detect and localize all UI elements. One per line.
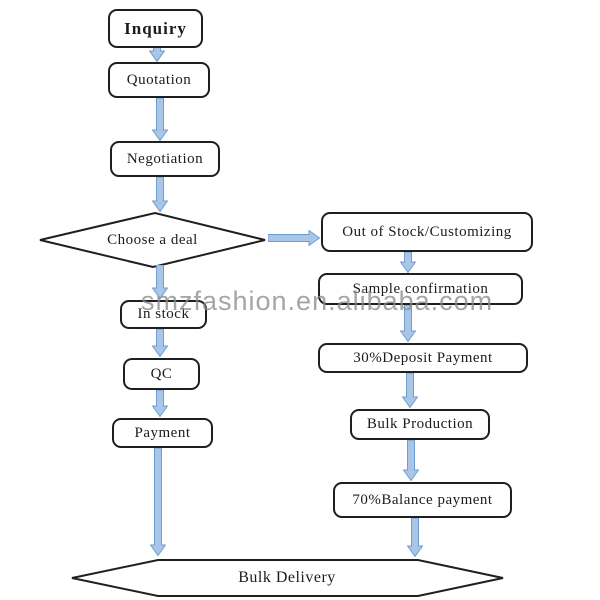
node-inquiry: Inquiry: [108, 9, 203, 48]
arrow-payment-to-bulk-delivery: [150, 448, 166, 556]
node-out-of-stock-label: Out of Stock/Customizing: [342, 223, 512, 240]
arrow-quotation-to-negotiation: [152, 98, 168, 141]
node-bulk-production: Bulk Production: [350, 409, 490, 440]
arrow-inquiry-to-quotation: [149, 47, 165, 62]
arrow-out-of-stock-to-sample-confirmation: [400, 252, 416, 273]
node-quotation-label: Quotation: [126, 71, 192, 88]
node-deposit-payment-label: 30%Deposit Payment: [353, 349, 493, 366]
node-bulk-delivery-label: Bulk Delivery: [238, 569, 336, 586]
node-sample-confirmation-label: Sample confirmation: [352, 280, 489, 297]
arrow-balance-payment-to-bulk-delivery: [407, 518, 423, 557]
arrow-qc-to-payment: [152, 390, 168, 417]
node-bulk-delivery-shape: [71, 559, 504, 597]
node-qc-label: QC: [150, 365, 173, 382]
node-payment-label: Payment: [134, 424, 191, 441]
watermark-text: smzfashion.en.alibaba.com: [141, 286, 494, 316]
node-choose-a-deal-shape: [39, 211, 266, 269]
node-sample-confirmation: Sample confirmation: [318, 273, 523, 305]
arrow-in-stock-to-qc: [152, 329, 168, 357]
node-in-stock: In stock: [120, 300, 207, 329]
node-choose-a-deal-label: Choose a deal: [107, 231, 198, 248]
arrow-bulk-production-to-balance-payment: [403, 440, 419, 481]
node-payment: Payment: [112, 418, 213, 448]
node-balance-payment-label: 70%Balance payment: [352, 491, 493, 508]
node-inquiry-label: Inquiry: [124, 18, 187, 38]
node-bulk-production-label: Bulk Production: [366, 416, 474, 432]
node-qc: QC: [123, 358, 200, 390]
node-negotiation: Negotiation: [110, 141, 220, 177]
arrow-negotiation-to-choose-a-deal: [152, 177, 168, 212]
node-out-of-stock: Out of Stock/Customizing: [321, 212, 533, 252]
arrow-choose-a-deal-to-in-stock: [152, 265, 168, 299]
node-bulk-delivery: Bulk Delivery: [137, 565, 437, 591]
arrow-sample-confirmation-to-deposit-payment: [400, 305, 416, 342]
node-in-stock-label: In stock: [137, 306, 190, 322]
arrow-deposit-payment-to-bulk-production: [402, 373, 418, 408]
node-quotation: Quotation: [108, 62, 210, 98]
arrow-choose-a-deal-to-out-of-stock: [268, 230, 320, 246]
node-balance-payment: 70%Balance payment: [333, 482, 512, 518]
node-choose-a-deal: Choose a deal: [60, 228, 245, 252]
node-deposit-payment: 30%Deposit Payment: [318, 343, 528, 373]
node-negotiation-label: Negotiation: [126, 150, 204, 167]
